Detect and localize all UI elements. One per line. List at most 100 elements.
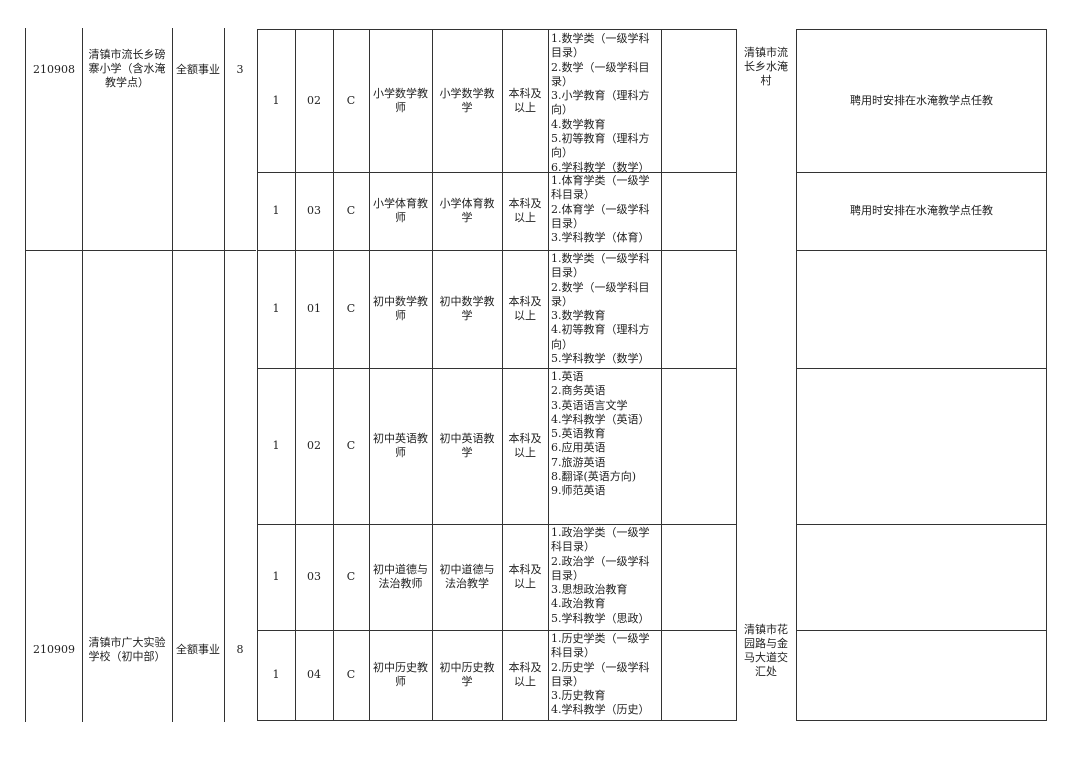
grid-line: [432, 29, 433, 721]
post-note: [797, 250, 1046, 368]
grid-line: [796, 524, 1047, 525]
major-item: 2.历史学（一级学科目录）: [551, 660, 650, 688]
major-item: 5.学科教学（数学）: [551, 352, 650, 366]
work-location: 清镇市花园路与金马大道交汇处: [744, 623, 788, 678]
grid-line: [257, 630, 737, 631]
major-item: 3.历史教育: [551, 689, 606, 703]
post-subject: 小学体育教学: [439, 197, 495, 224]
post-category: C: [346, 204, 356, 217]
post-note: 聘用时安排在水淹教学点任教: [850, 94, 993, 107]
major-item: 1.历史学类（一级学科目录）: [551, 632, 650, 660]
major-item: 3.小学教育（理科方向）: [551, 89, 650, 117]
post-code: 03: [307, 204, 321, 217]
major-item: 7.旅游英语: [551, 455, 606, 469]
post-category: C: [346, 94, 356, 107]
grid-line: [1046, 29, 1047, 721]
post-code: 04: [307, 668, 321, 681]
post-education: 本科及以上: [508, 563, 542, 590]
post-code: 02: [307, 439, 321, 452]
grid-line: [796, 250, 1047, 251]
major-item: 3.思想政治教育: [551, 583, 628, 597]
post-majors: 1.数学类（一级学科目录）2.数学（一级学科目录）3.小学教育（理科方向）4.数…: [549, 30, 661, 174]
major-item: 4.政治教育: [551, 597, 606, 611]
major-item: 4.学科教学（历史）: [551, 703, 650, 717]
unit-count: 3: [236, 63, 244, 76]
grid-line: [224, 28, 225, 722]
major-item: 1.数学类（一级学科目录）: [551, 32, 650, 60]
major-item: 3.学科教学（体育）: [551, 231, 650, 245]
post-category: C: [346, 668, 356, 681]
grid-line: [82, 28, 83, 722]
post-subject: 初中英语教学: [439, 432, 495, 459]
post-note: 聘用时安排在水淹教学点任教: [850, 204, 993, 217]
grid-line: [257, 172, 737, 173]
post-title: 初中数学教师: [373, 295, 428, 322]
major-item: 8.翻译(英语方向): [551, 470, 637, 484]
major-item: 3.英语语言文学: [551, 398, 628, 412]
grid-line: [257, 29, 258, 721]
post-subject: 小学数学教学: [439, 87, 495, 114]
post-note: [797, 524, 1046, 630]
grid-line: [257, 29, 737, 30]
post-education: 本科及以上: [508, 295, 542, 322]
post-count: 1: [272, 204, 280, 217]
work-location: 清镇市流长乡水淹村: [744, 46, 788, 87]
grid-line: [369, 29, 370, 721]
major-item: 6.应用英语: [551, 441, 606, 455]
unit-code: 210909: [33, 643, 75, 656]
post-code: 03: [307, 570, 321, 583]
grid-line: [548, 29, 549, 721]
major-item: 3.数学教育: [551, 309, 606, 323]
post-title: 初中历史教师: [373, 661, 428, 688]
major-item: 6.学科教学（数学）: [551, 160, 650, 174]
post-title: 小学数学教师: [373, 87, 428, 114]
major-item: 2.数学（一级学科目录）: [551, 280, 650, 308]
unit-code: 210908: [33, 63, 75, 76]
grid-line: [736, 29, 737, 721]
grid-line: [295, 29, 296, 721]
grid-line: [796, 29, 797, 721]
post-category: C: [346, 302, 356, 315]
major-item: 9.师范英语: [551, 484, 606, 498]
grid-line: [25, 250, 256, 251]
grid-line: [257, 720, 737, 721]
unit-name: 清镇市广大实验学校（初中部）: [88, 636, 166, 663]
unit-type: 全额事业: [176, 643, 220, 656]
post-majors: 1.体育学类（一级学科目录）2.体育学（一级学科目录）3.学科教学（体育）: [549, 172, 661, 250]
grid-line: [25, 28, 26, 722]
post-category: C: [346, 570, 356, 583]
post-count: 1: [272, 570, 280, 583]
grid-line: [796, 368, 1047, 369]
unit-count: 8: [236, 643, 244, 656]
grid-line: [257, 250, 737, 251]
post-education: 本科及以上: [508, 87, 542, 114]
major-item: 2.体育学（一级学科目录）: [551, 202, 650, 230]
post-code: 01: [307, 302, 321, 315]
grid-line: [257, 524, 737, 525]
grid-line: [333, 29, 334, 721]
post-count: 1: [272, 302, 280, 315]
post-note: [797, 630, 1046, 720]
major-item: 5.学科教学（思政）: [551, 611, 650, 625]
grid-line: [796, 172, 1047, 173]
post-education: 本科及以上: [508, 197, 542, 224]
major-item: 1.数学类（一级学科目录）: [551, 252, 650, 280]
post-count: 1: [272, 668, 280, 681]
post-subject: 初中数学教学: [439, 295, 495, 322]
post-title: 初中道德与法治教师: [373, 563, 428, 590]
major-item: 1.体育学类（一级学科目录）: [551, 174, 650, 202]
major-item: 4.数学教育: [551, 117, 606, 131]
post-education: 本科及以上: [508, 661, 542, 688]
post-count: 1: [272, 439, 280, 452]
grid-line: [796, 29, 1047, 30]
major-item: 1.英语: [551, 370, 584, 383]
major-item: 5.英语教育: [551, 427, 606, 441]
post-title: 初中英语教师: [373, 432, 428, 459]
unit-name: 清镇市流长乡磅寨小学（含水淹教学点）: [88, 48, 166, 89]
major-item: 4.学科教学（英语）: [551, 412, 650, 426]
unit-type: 全额事业: [176, 63, 220, 76]
major-item: 2.政治学（一级学科目录）: [551, 554, 650, 582]
post-category: C: [346, 439, 356, 452]
